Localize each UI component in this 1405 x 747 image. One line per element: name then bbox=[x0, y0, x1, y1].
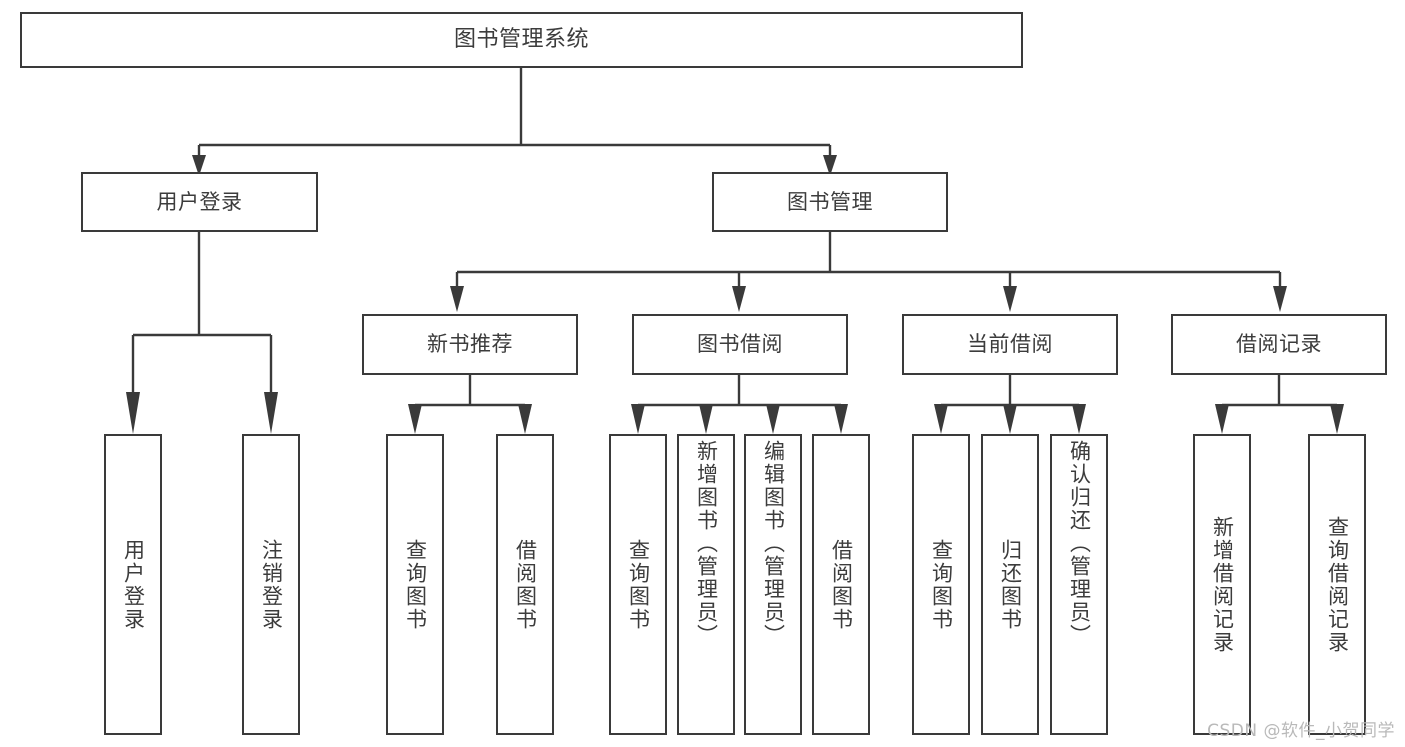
leaf-new-book-query-books[interactable]: 查询图书 bbox=[386, 434, 444, 735]
node-label: 编辑图书（管理员） bbox=[761, 440, 786, 647]
node-label: 用户登录 bbox=[121, 538, 146, 631]
node-label: 图书借阅 bbox=[697, 332, 783, 357]
leaf-user-login-login[interactable]: 用户登录 bbox=[104, 434, 162, 735]
node-label: 注销登录 bbox=[259, 538, 284, 631]
leaf-current-confirm-return-admin[interactable]: 确认归还（管理员） bbox=[1050, 434, 1108, 735]
leaf-borrow-add-book-admin[interactable]: 新增图书（管理员） bbox=[677, 434, 735, 735]
node-label: 查询借阅记录 bbox=[1325, 515, 1350, 654]
leaf-current-return-books[interactable]: 归还图书 bbox=[981, 434, 1039, 735]
node-label: 图书管理 bbox=[787, 189, 873, 214]
node-current-borrow[interactable]: 当前借阅 bbox=[902, 314, 1118, 375]
node-label: 查询图书 bbox=[929, 538, 954, 631]
node-user-login[interactable]: 用户登录 bbox=[81, 172, 318, 232]
leaf-new-book-borrow-books[interactable]: 借阅图书 bbox=[496, 434, 554, 735]
leaf-borrow-query-books[interactable]: 查询图书 bbox=[609, 434, 667, 735]
node-label: 查询图书 bbox=[626, 538, 651, 631]
node-label: 用户登录 bbox=[156, 189, 243, 214]
node-label: 新增借阅记录 bbox=[1210, 515, 1235, 654]
node-label: 查询图书 bbox=[403, 538, 428, 631]
node-label: 借阅图书 bbox=[513, 538, 538, 631]
node-label: 借阅记录 bbox=[1236, 332, 1322, 357]
node-label: 确认归还（管理员） bbox=[1067, 440, 1092, 647]
node-label: 新书推荐 bbox=[427, 332, 513, 357]
node-label: 图书管理系统 bbox=[453, 27, 589, 53]
node-book-management[interactable]: 图书管理 bbox=[712, 172, 948, 232]
node-label: 新增图书（管理员） bbox=[694, 440, 719, 647]
leaf-records-add-record[interactable]: 新增借阅记录 bbox=[1193, 434, 1251, 735]
node-label: 当前借阅 bbox=[967, 332, 1053, 357]
watermark-text: CSDN @软件_小贺同学 bbox=[1207, 721, 1395, 741]
node-label: 借阅图书 bbox=[829, 538, 854, 631]
node-root-system[interactable]: 图书管理系统 bbox=[20, 12, 1023, 68]
leaf-borrow-borrow-books[interactable]: 借阅图书 bbox=[812, 434, 870, 735]
node-new-book-recommend[interactable]: 新书推荐 bbox=[362, 314, 578, 375]
node-borrow-records[interactable]: 借阅记录 bbox=[1171, 314, 1387, 375]
node-book-borrow[interactable]: 图书借阅 bbox=[632, 314, 848, 375]
leaf-current-query-books[interactable]: 查询图书 bbox=[912, 434, 970, 735]
leaf-user-login-logout[interactable]: 注销登录 bbox=[242, 434, 300, 735]
leaf-records-query-record[interactable]: 查询借阅记录 bbox=[1308, 434, 1366, 735]
leaf-borrow-edit-book-admin[interactable]: 编辑图书（管理员） bbox=[744, 434, 802, 735]
node-label: 归还图书 bbox=[998, 538, 1023, 631]
